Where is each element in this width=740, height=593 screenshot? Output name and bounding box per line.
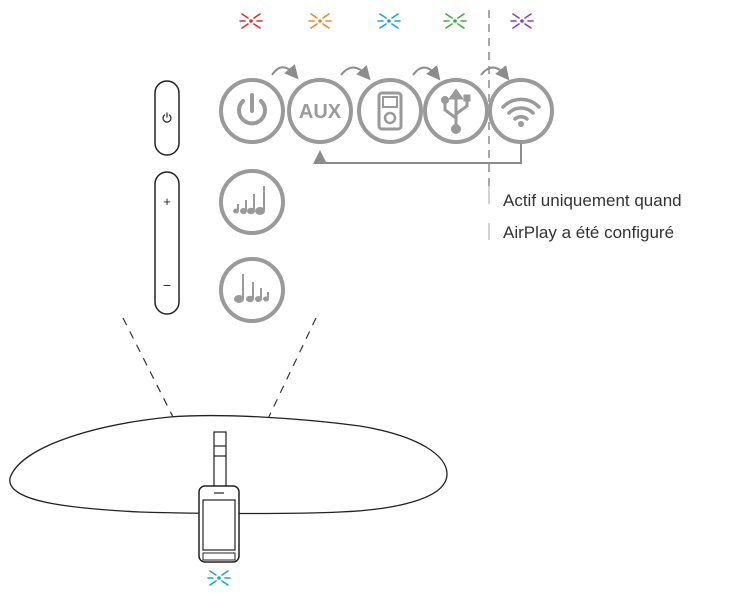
aux-label: AUX bbox=[299, 101, 342, 123]
sightline-right bbox=[233, 317, 317, 491]
indicator-ipod bbox=[377, 13, 401, 29]
indicator-wifi bbox=[510, 13, 534, 29]
volume-down-button[interactable] bbox=[219, 257, 285, 323]
volume-up-notes-icon bbox=[233, 186, 265, 215]
note-line-1: Actif uniquement quand bbox=[503, 191, 682, 210]
note-line-2: AirPlay a été configuré bbox=[503, 223, 674, 242]
ipod-icon bbox=[377, 91, 403, 131]
volume-down-notes-icon bbox=[234, 274, 269, 303]
volume-side-button[interactable]: + − bbox=[154, 171, 180, 315]
source-button-aux[interactable]: AUX bbox=[287, 78, 353, 144]
source-button-power[interactable] bbox=[219, 78, 285, 144]
dock-connector bbox=[213, 431, 227, 489]
usb-icon bbox=[441, 88, 471, 134]
source-button-usb[interactable] bbox=[423, 78, 489, 144]
volume-plus-label: + bbox=[163, 194, 171, 209]
power-icon bbox=[237, 93, 267, 126]
speaker-disc bbox=[9, 414, 448, 515]
cycle-arrow-4 bbox=[480, 65, 510, 81]
dock-indicator-light bbox=[207, 570, 231, 586]
cycle-arrow-3 bbox=[412, 65, 441, 81]
volume-minus-label: − bbox=[163, 277, 171, 293]
source-button-ipod[interactable] bbox=[357, 78, 423, 144]
docked-phone bbox=[198, 485, 240, 563]
sightline-left bbox=[122, 317, 211, 491]
dock-indicator bbox=[207, 570, 231, 586]
source-button-wifi[interactable] bbox=[488, 78, 554, 144]
cycle-arrow-2 bbox=[340, 65, 371, 81]
indicator-aux bbox=[308, 13, 332, 29]
indicator-power bbox=[239, 13, 263, 29]
return-arrow bbox=[313, 134, 522, 164]
volume-up-button[interactable] bbox=[219, 169, 285, 235]
indicator-lights bbox=[239, 13, 534, 29]
source-cycle-arrows bbox=[271, 64, 522, 164]
wifi-icon bbox=[501, 97, 541, 127]
indicator-usb bbox=[443, 13, 467, 29]
cycle-arrow-1 bbox=[271, 64, 299, 80]
power-icon bbox=[162, 112, 172, 123]
power-side-button[interactable] bbox=[154, 80, 180, 156]
